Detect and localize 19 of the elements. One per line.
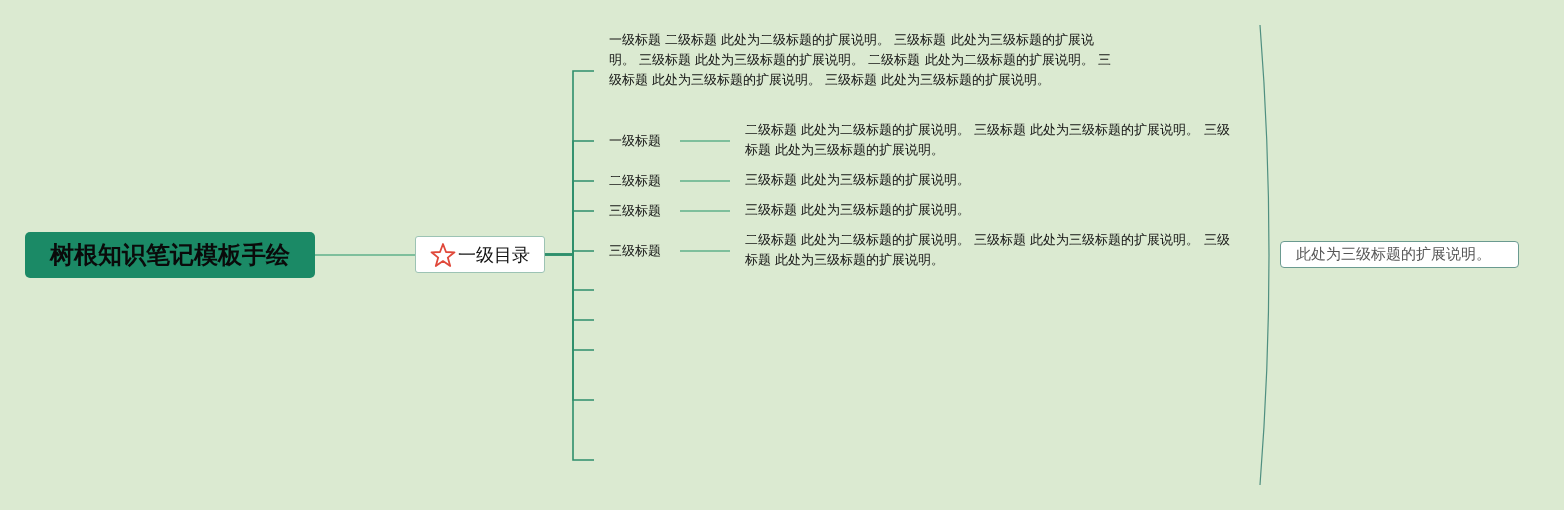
- subtopic-label: 三级标题: [594, 200, 680, 222]
- branch-line: [679, 250, 731, 252]
- topic-box: [415, 236, 545, 273]
- branch-line: [679, 180, 731, 182]
- topic-text: 二级标题 此处为二级标题的扩展说明。 三级标题 此处为三级标题的扩展说明。 三级标题 此处为三级标题的扩展说明。: [730, 230, 1240, 272]
- subtopic-label: 一级标题: [594, 130, 680, 152]
- subtopic-label: 二级标题: [594, 170, 680, 192]
- topic-text: 三级标题 此处为三级标题的扩展说明。: [730, 170, 1240, 192]
- subtopic-label: 三级标题: [594, 240, 680, 262]
- topic-label: 一级目录: [458, 244, 530, 265]
- branch-line: [679, 210, 731, 212]
- topic-text: 三级标题 此处为三级标题的扩展说明。: [730, 200, 1240, 222]
- branch-line: [544, 253, 595, 461]
- topic-text: 一级标题 二级标题 此处为二级标题的扩展说明。 三级标题 此处为三级标题的扩展说明。 三级标题 此处为三级标题的扩展说明。 二级标题 此处为二级标题的扩展说明。 三级标题 此处为三级标题的扩展说明。 三级标题 此处为三级标题的扩展说明。: [594, 30, 1114, 112]
- topic-text: 二级标题 此处为二级标题的扩展说明。 三级标题 此处为三级标题的扩展说明。 三级标题 此处为三级标题的扩展说明。: [730, 120, 1240, 162]
- summary-box: 此处为三级标题的扩展说明。: [1280, 241, 1519, 268]
- root-topic-box: 树根知识笔记模板手绘: [25, 232, 315, 278]
- branch-line: [314, 254, 416, 256]
- branch-line: [679, 140, 731, 142]
